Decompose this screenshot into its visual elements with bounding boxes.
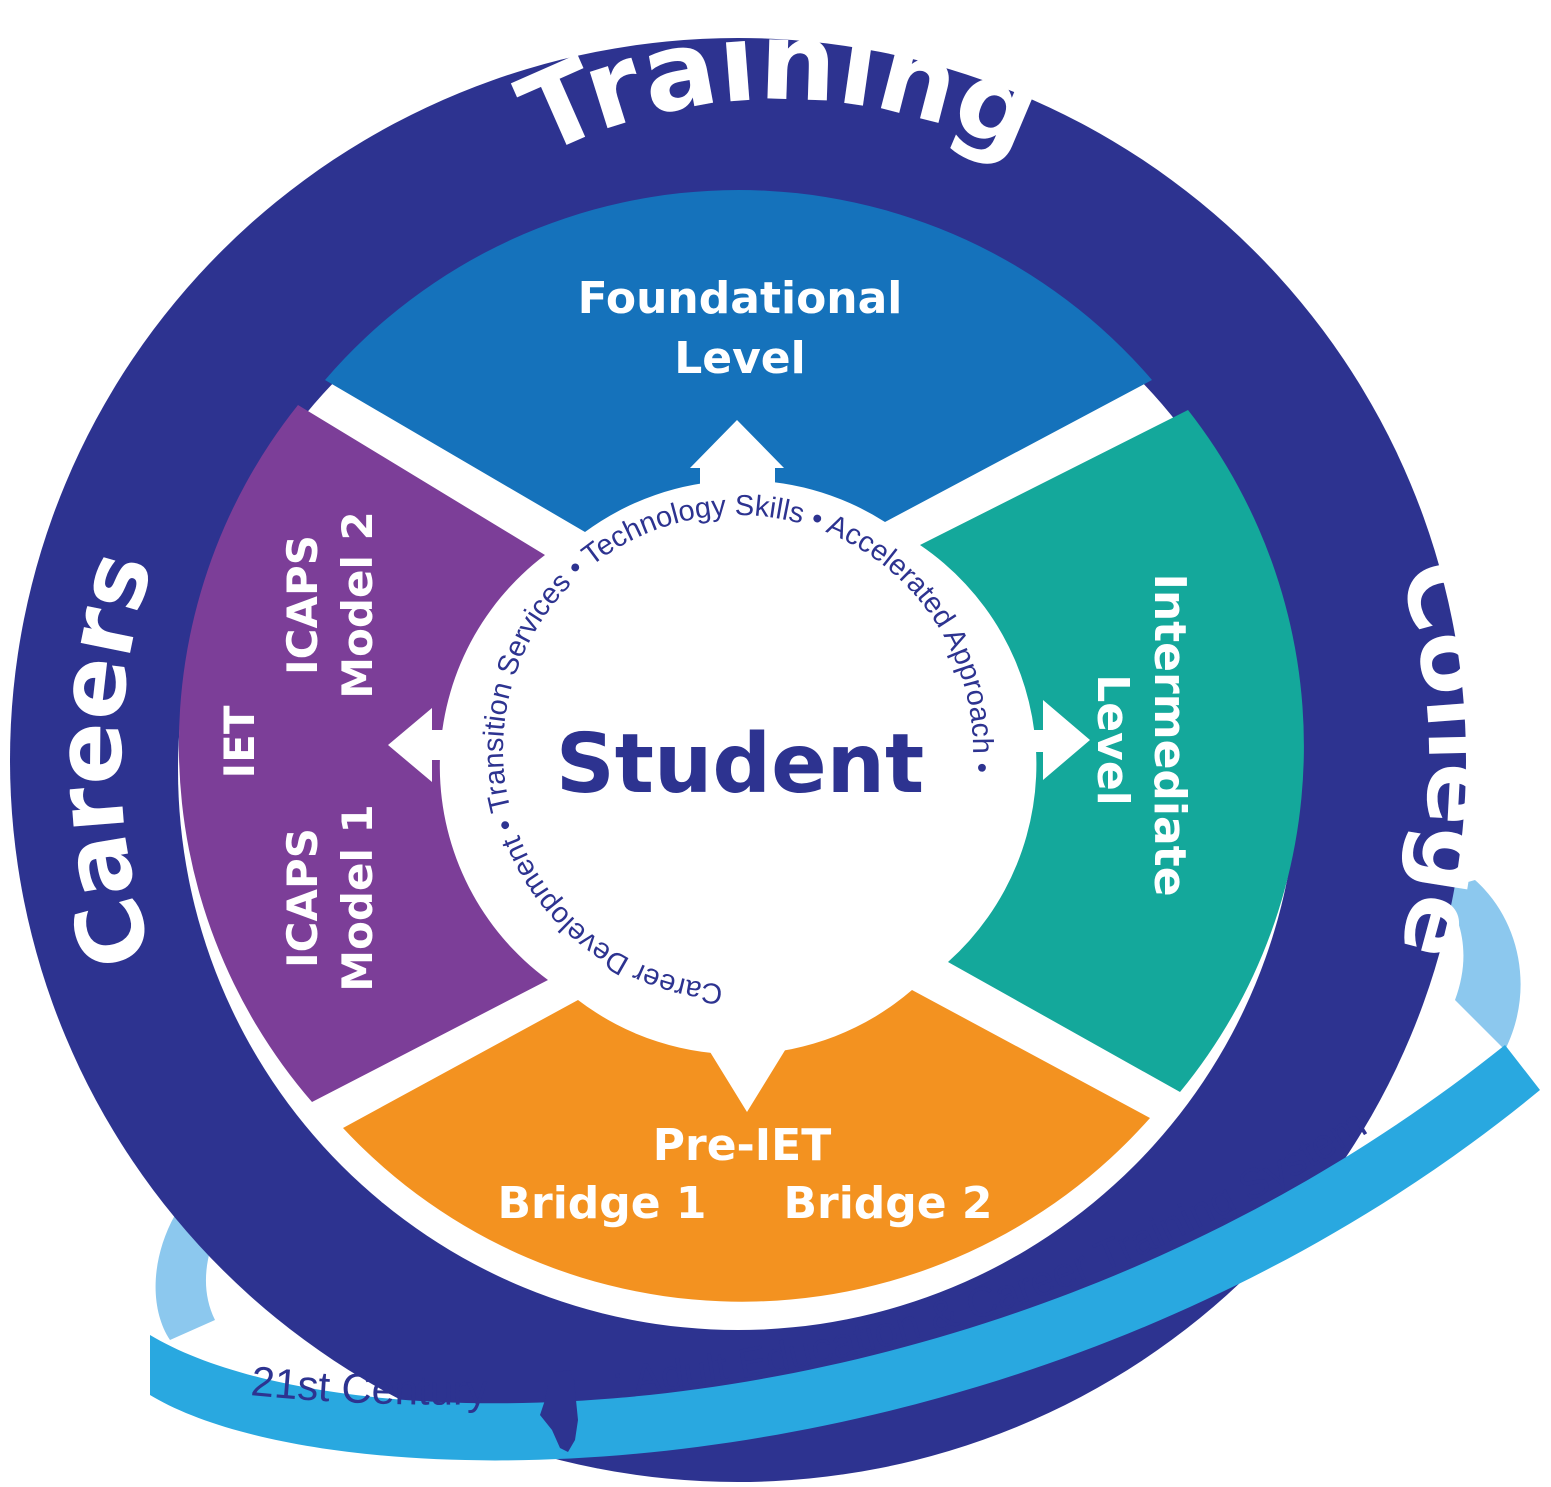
foundational-line2: Level	[674, 333, 805, 384]
segment-foundational	[325, 190, 1152, 532]
bridge-1-label: Bridge 1	[497, 1178, 706, 1229]
segment-iet	[178, 405, 548, 1102]
icaps-model2-line2: Model 2	[333, 511, 382, 698]
arrow-left-icon	[388, 708, 470, 782]
icaps-model1-line2: Model 1	[333, 804, 382, 991]
pre-iet-label: Pre-IET	[653, 1120, 832, 1171]
arrow-down-icon	[707, 1000, 787, 1112]
iet-group: IET	[215, 705, 264, 778]
segment-intermediate	[920, 410, 1304, 1092]
iet-label: IET	[215, 705, 264, 778]
icaps-model1-line1: ICAPS	[278, 828, 327, 968]
center-title: Student	[556, 717, 925, 812]
ribbon-front-band	[150, 1045, 1540, 1461]
ribbon-back-band	[1440, 880, 1521, 1050]
icaps-model1-group: ICAPS	[278, 828, 327, 968]
bridge-2-label: Bridge 2	[783, 1178, 992, 1229]
center-circle	[470, 497, 1006, 1033]
intermediate-line1: Intermediate	[1144, 573, 1195, 896]
foundational-line1: Foundational	[578, 273, 903, 324]
icaps-model2-line1: ICAPS	[278, 535, 327, 675]
arrow-right-icon	[1005, 700, 1090, 780]
segment-pre-iet	[343, 990, 1150, 1302]
icaps-model1-group-2: Model 1	[333, 804, 382, 991]
ribbon-text: 21st Century	[249, 1357, 488, 1413]
arrow-up-icon	[690, 420, 784, 532]
ribbon-prefix: 21st Century	[249, 1357, 488, 1413]
intermediate-label: Intermediate	[1144, 573, 1195, 896]
intermediate-line2: Level	[1087, 674, 1138, 805]
illinois-state-icon	[540, 1370, 578, 1452]
intermediate-level-label: Level	[1087, 674, 1138, 805]
icaps-model2-group-2: Model 2	[333, 511, 382, 698]
icaps-model2-group: ICAPS	[278, 535, 327, 675]
